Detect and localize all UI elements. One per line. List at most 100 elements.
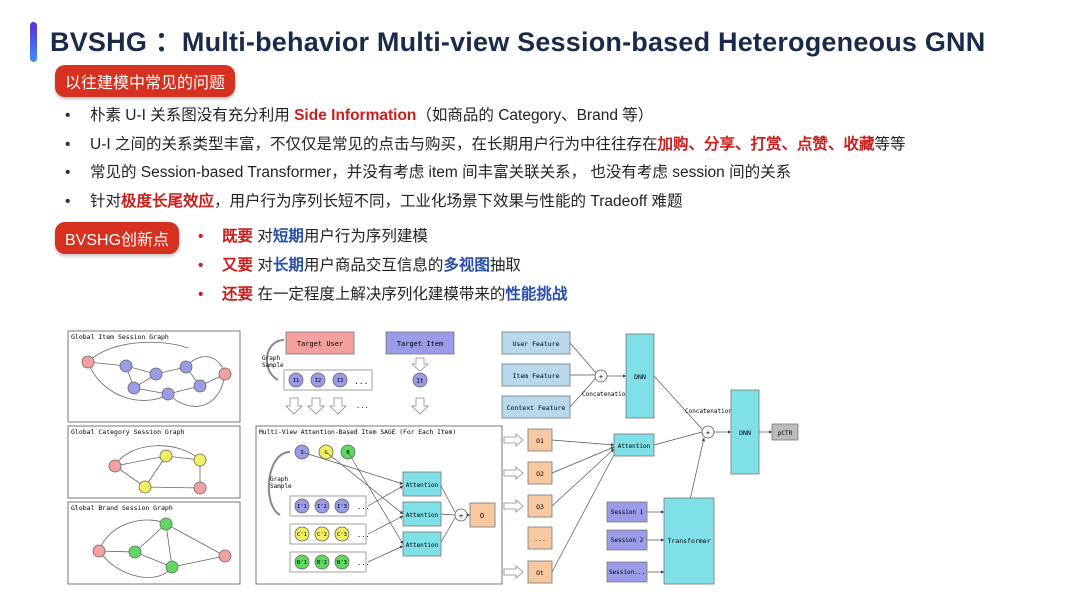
innovation-tag: BVSHG创新点: [55, 222, 180, 254]
problems-list: 朴素 U-I 关系图没有充分利用 Side Information（如商品的 C…: [62, 102, 906, 216]
sage-title: Multi-View Attention-Based Item SAGE (Fo…: [259, 429, 456, 436]
row-node-label: I'1: [297, 504, 307, 510]
problem-item: U-I 之间的关系类型丰富，不仅仅是常见的点击与购买，在长期用户行为中往往存在加…: [62, 131, 906, 160]
item-session-graph: Global Item Session Graph: [67, 330, 241, 423]
row-node-label: C'2: [317, 532, 327, 538]
seq-node: [332, 372, 348, 388]
graph-node: [159, 449, 173, 463]
attention-box-main: [613, 433, 655, 457]
it-node: [412, 372, 428, 388]
output-label: O3: [536, 503, 544, 511]
session-label: Session...: [609, 569, 645, 576]
target-user-box: [285, 331, 355, 355]
graph-node: [108, 459, 122, 473]
graph-node: [165, 560, 179, 574]
seq-node-label: I1: [293, 378, 300, 384]
o-box: [469, 502, 496, 528]
row-node-label: B'2: [317, 560, 327, 566]
it-node-label: It: [416, 378, 424, 385]
o-label: O: [480, 512, 484, 520]
graph-node: [81, 355, 95, 369]
attention-label: Attention: [406, 542, 439, 549]
session-column: Session 1 Session 2 Session...: [606, 501, 648, 583]
dnn-label-1: DNN: [634, 373, 646, 381]
right-arrow-icon: [503, 466, 524, 480]
pctr-box: [771, 423, 799, 441]
plus-label: +: [706, 429, 710, 437]
down-arrow-icon: [411, 397, 429, 415]
graph-node: [159, 517, 173, 531]
attention-box-2: [402, 501, 442, 527]
row-node: [314, 526, 330, 542]
problem-item: 针对极度长尾效应，用户行为序列长短不同，工业化场景下效果与性能的 Tradeof…: [62, 188, 906, 217]
graph-node: [92, 544, 106, 558]
plus-label: +: [599, 373, 603, 381]
row-node-label: B'1: [297, 560, 307, 566]
right-arrow-icon: [503, 565, 524, 579]
right-arrow-icon: [503, 433, 524, 447]
row-node: [334, 498, 350, 514]
sequence-box: [283, 369, 373, 391]
graph-node: [193, 481, 207, 495]
graph-node: [218, 367, 232, 381]
output-box: [527, 526, 553, 550]
attention-label: Attention: [406, 482, 439, 489]
session-label: Session 1: [611, 509, 644, 516]
seq-node-label: I2: [315, 378, 322, 384]
page-title: BVSHG ：Multi-behavior Multi-view Session…: [50, 27, 986, 57]
output-label: Ot: [536, 569, 544, 577]
down-arrow-icon: [307, 397, 325, 415]
innovation-item: 既要 对短期用户行为序列建模: [196, 222, 567, 251]
dnn-label-2: DNN: [739, 429, 751, 437]
category-session-graph: Global Category Session Graph: [67, 425, 241, 499]
row-node-label: B'3: [337, 560, 347, 566]
graph-node: [193, 379, 207, 393]
concatenation-label-1: Concatenation: [582, 391, 629, 398]
icb-node-label: C: [324, 450, 327, 456]
seq-node-label: I3: [337, 378, 344, 384]
row-node: [294, 526, 310, 542]
row-ellipsis: ...: [357, 503, 370, 511]
row-node-label: I'3: [337, 504, 347, 510]
graph-node: [161, 387, 175, 401]
down-arrow-icon: [410, 357, 430, 372]
problem-item: 朴素 U-I 关系图没有充分利用 Side Information（如商品的 C…: [62, 102, 906, 131]
concatenation-label-2: Concatenation: [685, 408, 732, 415]
attention-label-main: Attention: [618, 443, 651, 450]
down-arrow-icon: [285, 397, 303, 415]
graph-node: [127, 381, 141, 395]
down-arrow-icon: [329, 397, 347, 415]
item-feature-label: Item Feature: [513, 372, 560, 380]
session-label: Session 2: [611, 537, 644, 544]
graph-sample-arrow: [265, 339, 285, 381]
graph-node: [218, 549, 232, 563]
dnn-box-2: [730, 389, 760, 475]
attention-label: Attention: [406, 512, 439, 519]
target-item-label: Target Item: [397, 340, 443, 348]
output-label: O1: [536, 437, 544, 445]
sequence-nodes: I1 I2 I3: [288, 372, 348, 388]
target-user-label: Target User: [297, 340, 343, 348]
plus-node: [454, 508, 468, 522]
session-box: [606, 561, 648, 583]
row-node: [294, 554, 310, 570]
problem-item: 常见的 Session-based Transformer，并没有考虑 item…: [62, 159, 906, 188]
row-node: [314, 498, 330, 514]
title-accent-bar: [30, 22, 37, 62]
output-label: ...: [534, 535, 546, 543]
output-label: O2: [536, 470, 544, 478]
row-ellipsis: ...: [357, 559, 370, 567]
graph-node: [179, 360, 193, 374]
row-node-label: C'3: [337, 532, 347, 538]
problems-tag: 以往建模中常见的问题: [55, 65, 236, 97]
graph-node: [119, 359, 133, 373]
innovation-item: 又要 对长期用户商品交互信息的多视图抽取: [196, 251, 567, 280]
session-box: [606, 501, 648, 523]
attention-box-3: [402, 531, 442, 557]
